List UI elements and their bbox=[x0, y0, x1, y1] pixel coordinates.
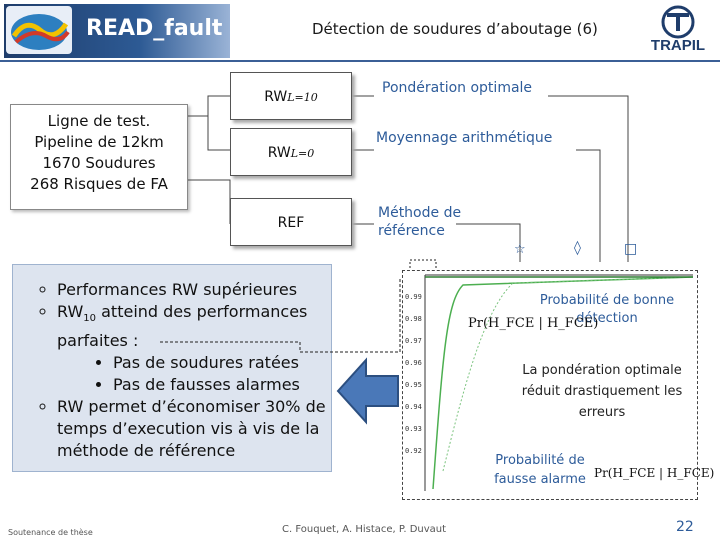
slide-title: Détection de soudures d’aboutage (6) bbox=[312, 20, 598, 38]
false-alarm-label: Probabilité de fausse alarme bbox=[484, 451, 596, 489]
ens-logo-icon bbox=[6, 6, 72, 54]
detect-formula: Pr(H_FCE | H_FCE) bbox=[468, 316, 599, 331]
y-tick: 0.93 bbox=[405, 425, 422, 433]
method-box-ref: REF bbox=[230, 198, 352, 246]
page-number: 22 bbox=[676, 519, 694, 535]
y-tick: 0.92 bbox=[405, 447, 422, 455]
y-tick: 0.99 bbox=[405, 293, 422, 301]
footer-authors: C. Fouquet, A. Histace, P. Duvaut bbox=[282, 524, 447, 535]
perf-sub-1: Pas de soudures ratées bbox=[113, 352, 331, 374]
y-tick: 0.94 bbox=[405, 403, 422, 411]
test-line-risks: 268 Risques de FA bbox=[30, 175, 168, 193]
performance-box: Performances RW supérieures RW10 atteind… bbox=[12, 264, 332, 472]
arrow-left-icon bbox=[336, 357, 399, 425]
perf-item-3: RW permet d’économiser 30% de temps d’ex… bbox=[57, 396, 331, 462]
y-tick: 0.97 bbox=[405, 337, 422, 345]
footer-left: Soutenance de thèse bbox=[8, 528, 93, 537]
curve-reference bbox=[432, 276, 694, 490]
perf-sub-2: Pas de fausses alarmes bbox=[113, 374, 331, 396]
false-alarm-formula: Pr(H_FCE | H_FCE) bbox=[594, 466, 715, 480]
perf-item-2: RW10 atteind des performances parfaites … bbox=[57, 301, 331, 396]
label-optimal-weighting: Pondération optimale bbox=[382, 80, 533, 96]
method-box-rw10: RWL=10 bbox=[230, 72, 352, 120]
marker-square-icon: □ bbox=[624, 241, 638, 257]
marker-star-icon: ☆ bbox=[514, 242, 526, 257]
marker-diamond-icon: ◊ bbox=[574, 240, 581, 256]
error-note: La pondération optimale réduit drastique… bbox=[510, 360, 694, 423]
y-tick: 0.96 bbox=[405, 359, 422, 367]
test-line-length: Pipeline de 12km bbox=[34, 133, 164, 151]
header-divider bbox=[0, 60, 720, 62]
method-box-rw0: RWL=0 bbox=[230, 128, 352, 176]
roc-plot-svg: 0.99 0.98 0.97 0.96 0.95 0.94 0.93 0.92 bbox=[405, 274, 694, 491]
label-arithmetic-average: Moyennage arithmétique bbox=[376, 130, 553, 146]
trapil-logo-icon: TRAPIL bbox=[640, 4, 716, 54]
label-reference-method: Méthode de référence bbox=[378, 205, 462, 239]
test-line-welds: 1670 Soudures bbox=[42, 154, 156, 172]
brand-title: READ_fault bbox=[86, 16, 223, 41]
y-tick: 0.95 bbox=[405, 381, 422, 389]
perf-item-1: Performances RW supérieures bbox=[57, 279, 331, 301]
curve-arithmetic bbox=[442, 276, 694, 472]
test-line-title: Ligne de test. bbox=[47, 112, 151, 130]
trapil-logo-text: TRAPIL bbox=[651, 37, 705, 54]
detect-label: Probabilité de bonne détection bbox=[524, 292, 690, 328]
test-line-box: Ligne de test. Pipeline de 12km 1670 Sou… bbox=[10, 104, 188, 210]
y-tick: 0.98 bbox=[405, 315, 422, 323]
